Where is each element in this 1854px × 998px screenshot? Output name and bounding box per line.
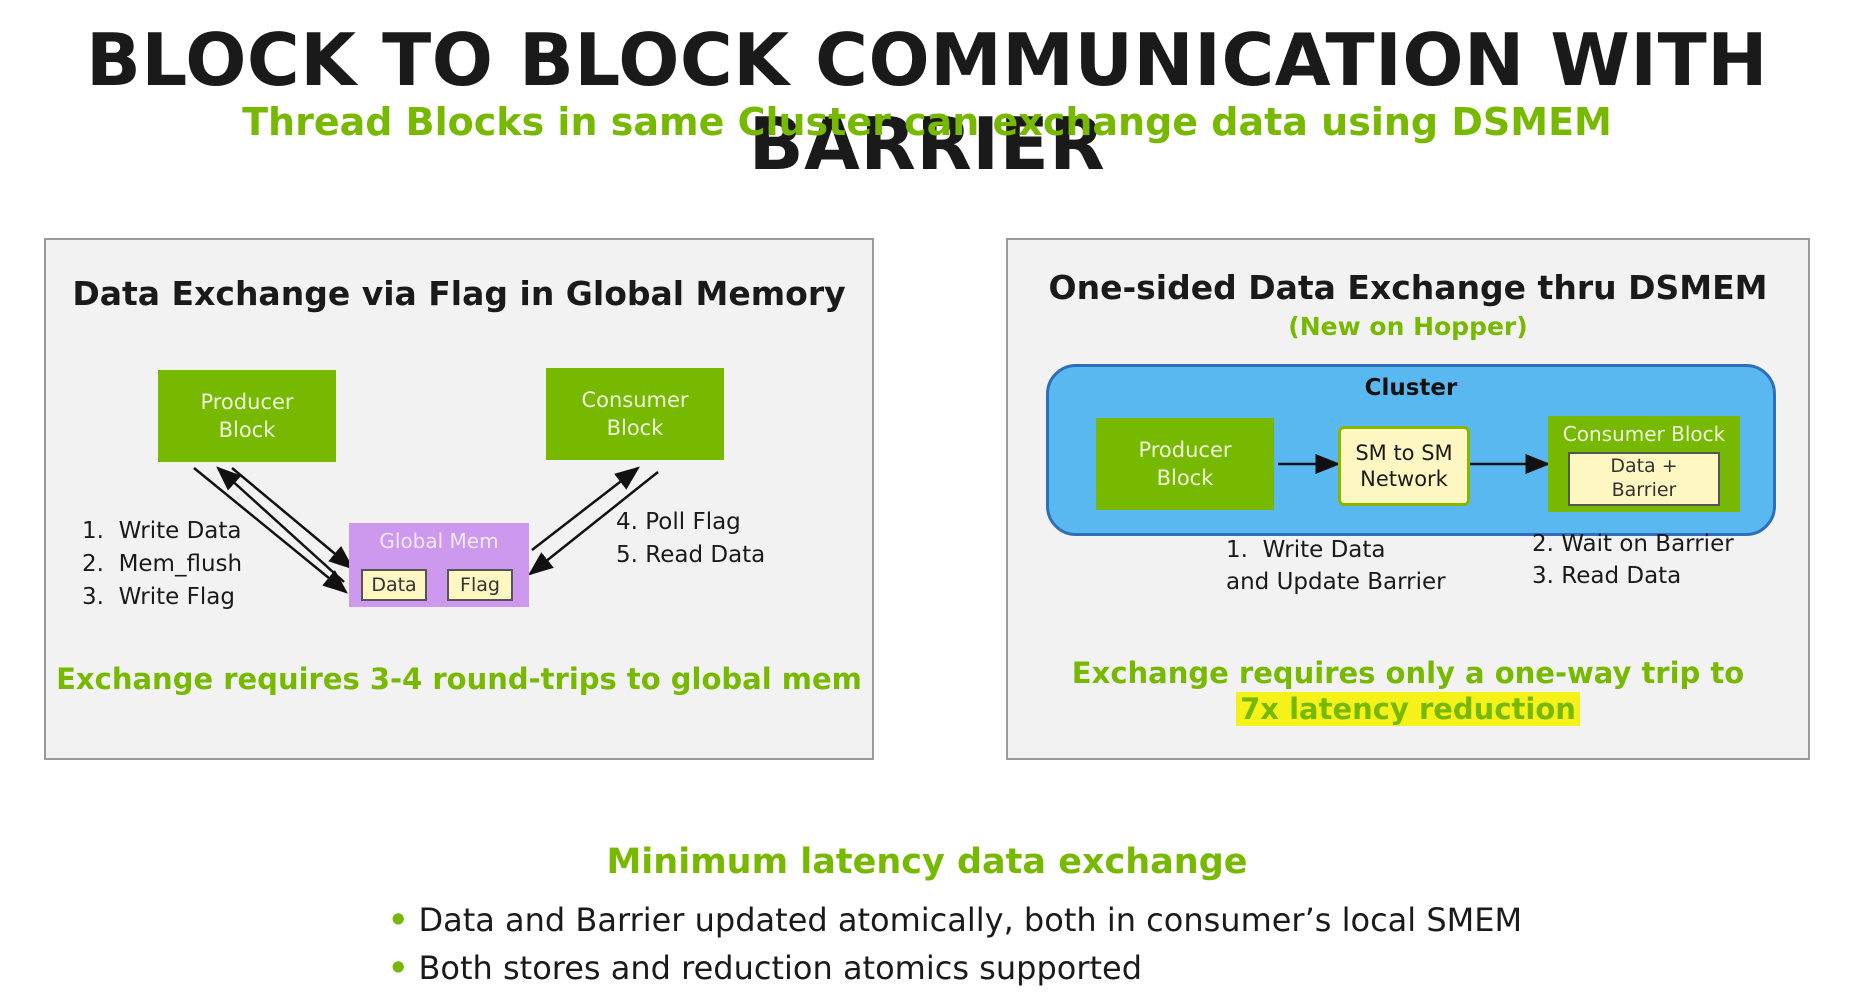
panel-note: Exchange requires 3-4 round-trips to glo… — [56, 662, 862, 696]
data-barrier-cell: Data + Barrier — [1568, 452, 1720, 506]
dsmem-panel: One-sided Data Exchange thru DSMEM (New … — [1006, 238, 1810, 760]
bullet-icon: • — [388, 901, 409, 939]
consumer-steps: 2. Wait on Barrier 3. Read Data — [1532, 531, 1734, 589]
consumer-block-label: Consumer Block — [1562, 422, 1726, 446]
bullet-icon: • — [388, 949, 409, 987]
flag-cell: Flag — [447, 569, 513, 601]
slide-subtitle: Thread Blocks in same Cluster can exchan… — [242, 100, 1612, 144]
consumer-to-globalmem-arrow — [528, 471, 659, 576]
bottom-heading: Minimum latency data exchange — [606, 842, 1248, 882]
panel-subtitle: (New on Hopper) — [1288, 312, 1528, 341]
panel-title: Data Exchange via Flag in Global Memory — [72, 274, 846, 313]
producer-block: Producer Block — [1096, 418, 1274, 510]
latency-highlight-row: 7x latency reduction — [1008, 692, 1808, 726]
bullet-list: •Data and Barrier updated atomically, bo… — [388, 896, 1522, 992]
consumer-steps: 4. Poll Flag 5. Read Data — [616, 509, 766, 568]
globalmem-to-producer-arrow — [216, 466, 345, 583]
bullet-item: •Data and Barrier updated atomically, bo… — [388, 896, 1522, 944]
global-memory-panel: Data Exchange via Flag in Global Memory … — [44, 238, 874, 760]
data-cell: Data — [361, 569, 427, 601]
sm-network-box: SM to SM Network — [1338, 426, 1470, 506]
bullet-text: Both stores and reduction atomics suppor… — [418, 949, 1143, 987]
cluster-label: Cluster — [1364, 375, 1458, 401]
dsmem-arrows — [1278, 454, 1551, 474]
consumer-block: Consumer Block — [546, 368, 724, 460]
slide-title: BLOCK TO BLOCK COMMUNICATION WITH BARRIE… — [86, 18, 1768, 186]
globalmem-to-consumer-arrow — [531, 466, 640, 551]
producer-to-globalmem-arrow — [231, 467, 354, 570]
consumer-block: Consumer Block Data + Barrier — [1548, 416, 1740, 512]
producer-steps: 1. Write Data and Update Barrier — [1226, 537, 1446, 595]
producer-steps: 1. Write Data 2. Mem_flush 3. Write Flag — [82, 518, 243, 610]
producer-block: Producer Block — [158, 370, 336, 462]
global-memory-arrows — [193, 466, 659, 594]
bullet-text: Data and Barrier updated atomically, bot… — [418, 901, 1523, 939]
latency-highlight: 7x latency reduction — [1236, 692, 1580, 726]
panel-title: One-sided Data Exchange thru DSMEM — [1048, 268, 1768, 307]
global-mem-box: Global Mem Data Flag — [349, 523, 529, 607]
bullet-item: •Both stores and reduction atomics suppo… — [388, 944, 1522, 992]
global-mem-label: Global Mem — [379, 529, 499, 553]
